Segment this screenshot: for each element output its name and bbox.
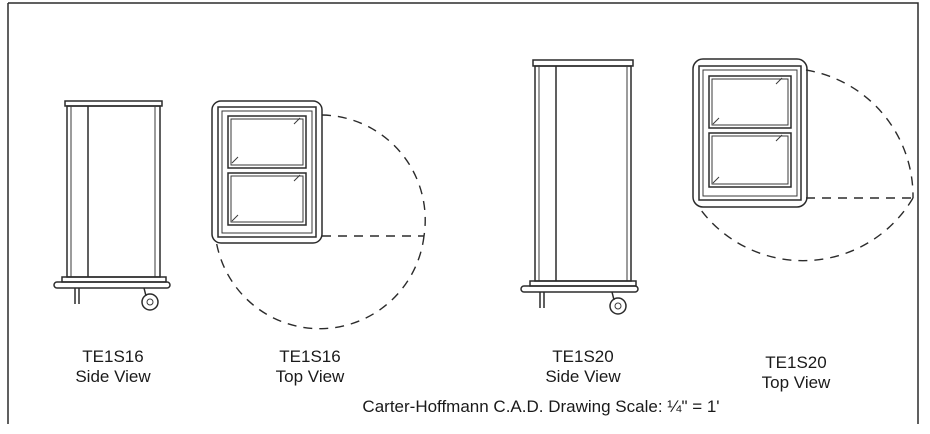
caption-model: TE1S20 bbox=[765, 353, 826, 372]
te1s16-side-view-drawing bbox=[53, 100, 171, 311]
caption-view: Side View bbox=[545, 367, 621, 386]
caption-model: TE1S16 bbox=[279, 347, 340, 366]
te1s20-side-view-drawing bbox=[520, 59, 639, 315]
caption-te1s16-side: TE1S16 Side View bbox=[75, 347, 151, 386]
caption-model: TE1S20 bbox=[552, 347, 613, 366]
sheet-border bbox=[7, 2, 919, 424]
drawing-scale-note: Carter-Hoffmann C.A.D. Drawing Scale: ¼"… bbox=[362, 397, 719, 416]
te1s20-top-view-drawing bbox=[692, 58, 914, 262]
caption-model: TE1S16 bbox=[82, 347, 143, 366]
caption-view: Top View bbox=[762, 373, 831, 392]
caption-view: Top View bbox=[276, 367, 345, 386]
caption-te1s20-top: TE1S20 Top View bbox=[762, 353, 831, 392]
caption-te1s20-side: TE1S20 Side View bbox=[545, 347, 621, 386]
caption-view: Side View bbox=[75, 367, 151, 386]
te1s16-top-view-drawing bbox=[211, 100, 426, 330]
caption-te1s16-top: TE1S16 Top View bbox=[276, 347, 345, 386]
